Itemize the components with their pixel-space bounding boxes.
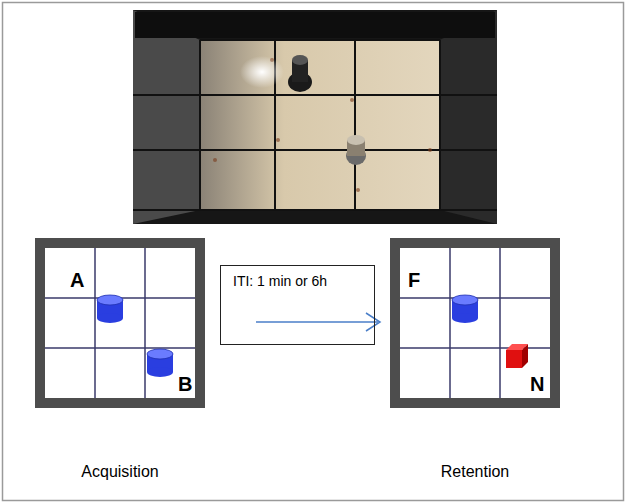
object-cylinder [452, 295, 478, 323]
arena-node: FNRetention [390, 238, 560, 408]
object-cylinder [147, 349, 173, 377]
object-letter: A [70, 268, 84, 292]
phase-caption: Retention [441, 462, 510, 481]
object-letter: B [178, 372, 192, 396]
iti-label: ITI: 1 min or 6h [233, 273, 361, 290]
object-letter: N [530, 372, 544, 396]
object-letter: F [408, 268, 420, 292]
iti-box: ITI: 1 min or 6h [220, 265, 375, 345]
arena-photo [133, 10, 497, 224]
retention-arena [390, 238, 560, 408]
acquisition-arena [35, 238, 205, 408]
arena-node: ABAcquisition [35, 238, 205, 408]
figure-frame [3, 3, 624, 501]
object-cube [506, 344, 528, 368]
phase-caption: Acquisition [81, 462, 158, 481]
object-cylinder [97, 295, 123, 323]
iti-arrow [256, 313, 380, 331]
